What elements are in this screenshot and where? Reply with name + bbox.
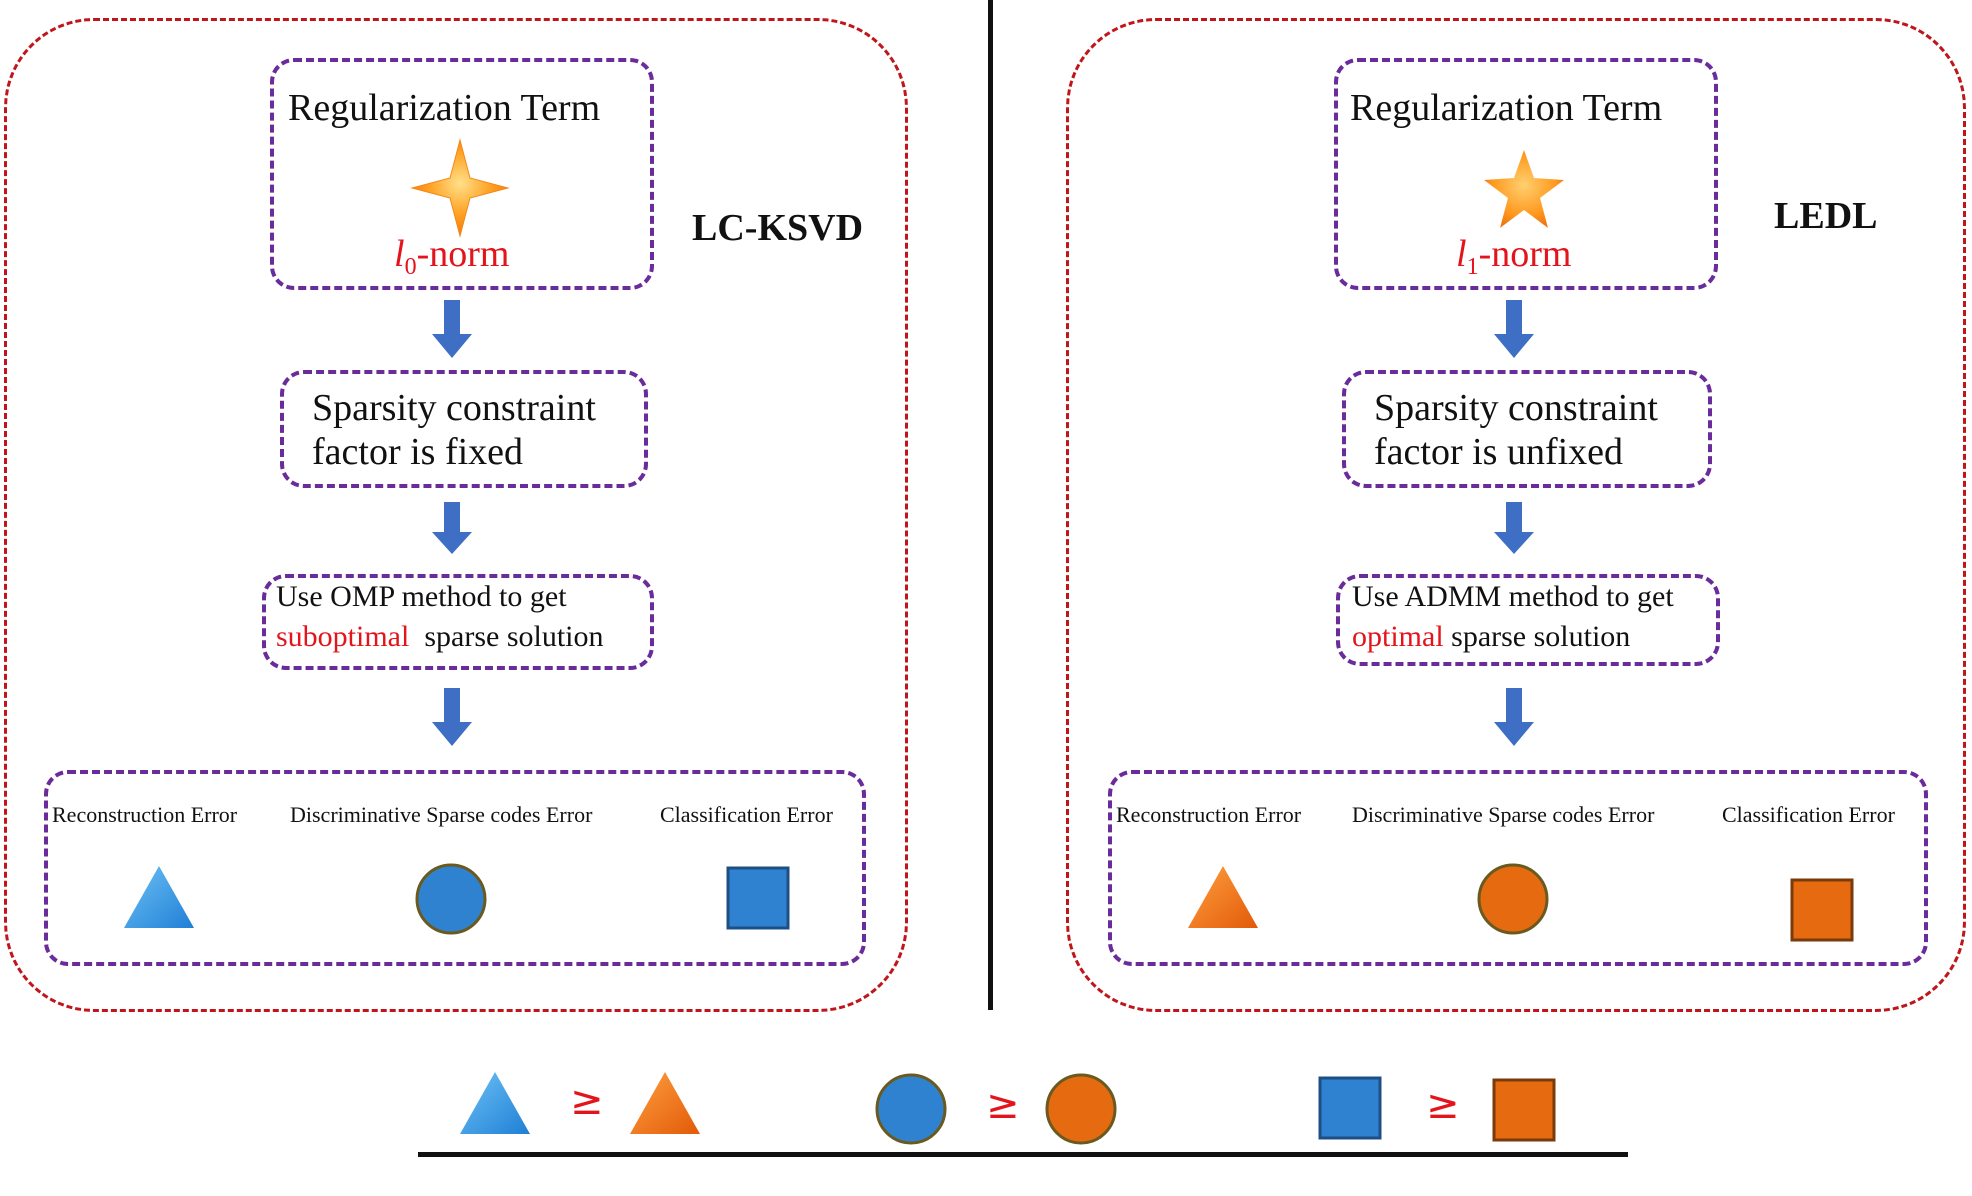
left-errors-box [44, 770, 866, 966]
left-blue-square-icon [726, 866, 790, 930]
right-solver-rest: sparse solution [1451, 620, 1631, 653]
left-solver-line1: Use OMP method to get [276, 580, 567, 613]
compare-blue-circle-icon [875, 1073, 947, 1145]
left-arrow-3 [432, 688, 472, 746]
left-solver-box [262, 574, 654, 670]
right-sparsity-box [1342, 370, 1712, 488]
right-regularization-box [1334, 58, 1718, 290]
right-error-reconstruction: Reconstruction Error [1116, 802, 1302, 827]
left-error-discriminative: Discriminative Sparse codes Error [290, 802, 593, 827]
left-blue-triangle-icon [124, 866, 194, 928]
ledl-title: LEDL [1774, 195, 1878, 237]
compare-symbol-3: ≥ [1426, 1082, 1460, 1128]
right-five-point-star-icon [1484, 150, 1564, 228]
left-norm-sub: 0 [404, 254, 417, 280]
left-sparsity-box [280, 370, 648, 488]
left-error-classification: Classification Error [660, 802, 833, 827]
right-orange-circle-icon [1477, 863, 1549, 935]
left-reg-title: Regularization Term [288, 87, 601, 129]
compare-symbol-2: ≥ [986, 1082, 1020, 1128]
right-norm-l: l [1456, 233, 1467, 275]
right-sparsity-line1: Sparsity constraint [1374, 387, 1658, 429]
right-sparsity-line2: factor is unfixed [1374, 431, 1624, 473]
left-arrow-1 [432, 300, 472, 358]
compare-orange-triangle-icon [630, 1072, 700, 1134]
lc-ksvd-title: LC-KSVD [692, 207, 864, 249]
left-solver-line2: suboptimal sparse solution [276, 620, 604, 654]
right-solver-box [1336, 574, 1720, 666]
right-reg-title: Regularization Term [1350, 87, 1663, 129]
right-orange-square-icon [1790, 878, 1854, 942]
left-four-point-star-icon [410, 138, 510, 238]
left-sparsity-line2: factor is fixed [312, 431, 524, 473]
left-norm-l: l [394, 233, 405, 275]
lc-ksvd-panel [4, 18, 908, 1012]
bottom-baseline [418, 1152, 1628, 1157]
right-arrow-2 [1494, 502, 1534, 554]
left-sparsity-line1: Sparsity constraint [312, 387, 596, 429]
right-solver-highlight: optimal [1352, 620, 1444, 653]
compare-symbol-1: ≥ [570, 1078, 604, 1124]
ledl-panel [1066, 18, 1966, 1012]
compare-blue-square-icon [1318, 1076, 1382, 1140]
right-error-classification: Classification Error [1722, 802, 1895, 827]
left-blue-circle-icon [415, 863, 487, 935]
compare-blue-triangle-icon [460, 1072, 530, 1134]
right-orange-triangle-icon [1188, 866, 1258, 928]
right-arrow-1 [1494, 300, 1534, 358]
right-errors-box [1108, 770, 1928, 966]
right-error-discriminative: Discriminative Sparse codes Error [1352, 802, 1655, 827]
left-arrow-2 [432, 502, 472, 554]
right-norm-suffix: -norm [1478, 233, 1572, 275]
right-norm-label: l1-norm [1456, 232, 1571, 281]
right-solver-line1: Use ADMM method to get [1352, 580, 1674, 613]
compare-orange-circle-icon [1045, 1073, 1117, 1145]
left-regularization-box [270, 58, 654, 290]
right-solver-line2: optimal sparse solution [1352, 620, 1630, 654]
left-solver-highlight: suboptimal [276, 620, 410, 653]
right-arrow-3 [1494, 688, 1534, 746]
left-error-reconstruction: Reconstruction Error [52, 802, 238, 827]
right-norm-sub: 1 [1466, 254, 1479, 280]
left-norm-label: l0-norm [394, 232, 509, 281]
compare-orange-square-icon [1492, 1078, 1556, 1142]
left-solver-rest: sparse solution [424, 620, 604, 653]
vertical-divider [988, 0, 993, 1010]
left-norm-suffix: -norm [416, 233, 510, 275]
